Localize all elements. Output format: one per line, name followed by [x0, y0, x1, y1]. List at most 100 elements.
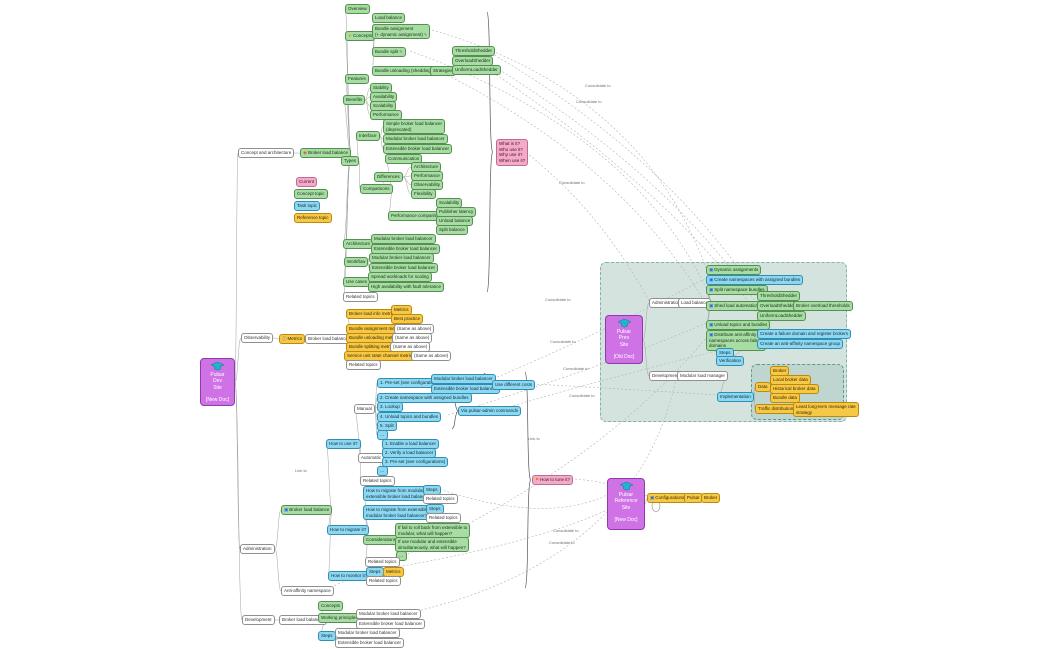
bundle-split[interactable]: Bundle split✎ — [372, 47, 406, 57]
old-verification[interactable]: Verification — [716, 356, 745, 366]
bundle-assignment[interactable]: Bundle assignment (+ dynamic assignment)… — [372, 24, 431, 40]
ref-configurations[interactable]: ▣Configurations — [647, 493, 688, 503]
migrate-to-modular[interactable]: How to migrate from extensible to modula… — [363, 505, 437, 521]
overview[interactable]: Overview — [345, 4, 370, 14]
branch-concept-architecture[interactable]: Concept and architecture — [238, 148, 295, 158]
old-unload-topics[interactable]: ▣Unload topics and bundles — [706, 320, 771, 330]
bam-same-as-above-label: (Same as above) — [397, 326, 432, 331]
edge-how-to-use-it — [325, 443, 333, 511]
old-create-namespaces[interactable]: ▣Create namespaces with assigned bundles — [706, 275, 804, 285]
least-long-term-strategy[interactable]: Least long-term message rate strategy — [793, 402, 859, 418]
old-uniform-load-shedder[interactable]: UniformLoadShedder — [757, 311, 806, 321]
legend-concept-topic[interactable]: Concept topic — [294, 189, 328, 199]
comparisons[interactable]: Comparisons — [360, 184, 393, 194]
concept-related-topics[interactable]: Related topics — [343, 292, 378, 302]
dev-steps[interactable]: Steps — [318, 631, 336, 641]
uc-spread-workloads[interactable]: Spread workloads for scaling — [368, 272, 432, 282]
branch-administration[interactable]: Administration — [240, 544, 275, 554]
legend-task-topic[interactable]: Task topic — [294, 201, 321, 211]
data-bundle[interactable]: Bundle data — [770, 393, 801, 403]
modular-broker-load-balancer-interface[interactable]: Modular broker load balancer — [383, 134, 448, 144]
anti-affinity-namespace[interactable]: Anti-affinity namespace — [281, 586, 334, 596]
implementation[interactable]: Implementation — [717, 392, 754, 402]
auto-more[interactable]: … — [377, 466, 388, 476]
consideration-simultaneous[interactable]: If use modular and extensible simultaneo… — [395, 537, 469, 553]
old-split-namespace-bundles[interactable]: ▣Split namespace bundles — [706, 285, 768, 295]
arch-modular[interactable]: Modular broker load balancer — [371, 234, 436, 244]
extensible-broker-load-balancer-interface[interactable]: Extensible broker load balancer — [383, 144, 453, 154]
broker-load-balance-concept[interactable]: ◉Broker load balance — [300, 148, 351, 158]
dev-steps-extensible[interactable]: Extensible broker load balancer — [335, 638, 405, 648]
features[interactable]: Features — [345, 74, 369, 84]
simple-broker-load-balancer[interactable]: Simple broker load balancer (deprecated) — [383, 119, 446, 135]
edge-old-administration — [642, 302, 650, 340]
monitor-related-topics[interactable]: Related topics — [366, 576, 401, 586]
uniform-load-shedder[interactable]: UniformLoadShedder — [452, 65, 501, 75]
concepts[interactable]: ★Concepts — [345, 31, 376, 41]
benefits[interactable]: Benefits — [343, 95, 366, 105]
ref-broker[interactable]: Broker — [701, 493, 721, 503]
threshold-shedder[interactable]: ThresholdShedder — [452, 46, 496, 56]
old-threshold-shedder[interactable]: ThresholdShedder — [757, 291, 801, 301]
manual-step-3[interactable]: 3. Lookup — [377, 402, 403, 412]
ref-pulsar[interactable]: Pulsar — [684, 493, 703, 503]
use-different-costs[interactable]: Use different costs — [492, 380, 536, 390]
old-create-anti-affinity-group[interactable]: Create an anti-affinity namespace group — [757, 339, 843, 349]
migrate-related-topics[interactable]: Related topics — [365, 557, 400, 567]
old-modular-load-manager[interactable]: Modular load manager — [677, 371, 729, 381]
m1-modular[interactable]: Modular broker load balancer — [431, 374, 496, 384]
blim-best-practice[interactable]: Best practice — [391, 314, 424, 324]
automatic[interactable]: Automatic — [358, 453, 385, 463]
use-related-topics[interactable]: Related topics — [360, 476, 395, 486]
old-broker-overload-thresholds[interactable]: Broker overload thresholds — [793, 301, 853, 311]
dev-wp-modular[interactable]: Modular broker load balancer — [356, 609, 421, 619]
legend-reference-topic[interactable]: Reference topic — [294, 213, 332, 223]
old-create-failure-domain[interactable]: Create a failure domain and register bro… — [757, 329, 852, 339]
old-dynamic-assignments[interactable]: ▣Dynamic assignments — [706, 265, 762, 275]
legend-current[interactable]: Current — [296, 177, 318, 187]
architecture[interactable]: Architecture — [343, 239, 374, 249]
impl-traffic-distribution[interactable]: Traffic distribution — [755, 404, 797, 414]
pulsar-dev-site[interactable]: Pulsar Dev Site [New Doc] — [200, 358, 235, 406]
how-to-use-it[interactable]: How to use it? — [326, 439, 361, 449]
dev-steps-modular[interactable]: Modular broker load balancer — [335, 628, 400, 638]
branch-observability[interactable]: Observability — [241, 333, 274, 343]
consideration-rollback[interactable]: If fail to roll back from extensible to … — [395, 523, 471, 539]
manual-step-4[interactable]: 4. Unload topics and bundles — [377, 412, 442, 422]
branch-development[interactable]: Development — [242, 615, 275, 625]
obs-related-topics[interactable]: Related topics — [346, 360, 381, 370]
communication[interactable]: Communication — [385, 154, 423, 164]
pc-split-balance[interactable]: Split balance — [436, 225, 468, 235]
considerations-more[interactable]: … — [396, 551, 407, 561]
wf-modular[interactable]: Modular broker load balancer — [369, 253, 434, 263]
dev-working-principles[interactable]: Working principles — [318, 613, 361, 623]
auto-step-3[interactable]: 3. Pre-set (see configurations) — [382, 457, 449, 467]
migrate-to-extensible[interactable]: How to migrate from modular to extensibl… — [363, 486, 435, 502]
susm-same-as-above[interactable]: (Same as above) — [411, 351, 452, 361]
types[interactable]: Types — [341, 156, 360, 166]
what-is-it-note[interactable]: What is it? Who use it? Why use it? When… — [496, 139, 529, 166]
diff-flexibility[interactable]: Flexibility — [411, 189, 436, 199]
pulsar-prev-site[interactable]: Pulsar Prev Site [Old Doc] — [605, 315, 643, 364]
interface[interactable]: Interface — [356, 131, 380, 141]
via-pulsar-admin-commands[interactable]: Via pulsar-admin commands — [458, 406, 521, 416]
how-to-monitor-it[interactable]: How to monitor it? — [328, 571, 371, 581]
obs-metrics[interactable]: ⓘMetrics — [279, 334, 305, 344]
dev-concepts[interactable]: Concepts — [318, 601, 344, 611]
how-to-migrate-it[interactable]: How to migrate it? — [327, 525, 370, 535]
broker-load-balance-admin[interactable]: ▣Broker load balance — [281, 505, 333, 515]
uc-high-availability[interactable]: High availability with fault tolerance — [368, 282, 445, 292]
manual-step-2[interactable]: 2. Create namespace with assigned bundle… — [377, 393, 472, 403]
load-balance[interactable]: Load balance — [372, 13, 406, 23]
how-to-tune-it[interactable]: ⚑How to tune it? — [532, 475, 574, 485]
differences[interactable]: Differences — [374, 172, 403, 182]
old-distribute-anti-affinity[interactable]: ▣Distribute anti-affinity namespaces acr… — [706, 330, 766, 351]
manual[interactable]: Manual — [354, 404, 375, 414]
use-cases[interactable]: Use cases — [343, 277, 371, 287]
mig2-related-topics[interactable]: Related topics — [426, 513, 461, 523]
workflow[interactable]: Workflow — [344, 257, 369, 267]
pulsar-reference-site[interactable]: Pulsar Reference Site [New Doc] — [607, 478, 645, 530]
impl-data[interactable]: Data — [755, 382, 771, 392]
label-consolidate-8: Consolidate to — [553, 528, 579, 533]
mig1-related-topics[interactable]: Related topics — [423, 494, 458, 504]
